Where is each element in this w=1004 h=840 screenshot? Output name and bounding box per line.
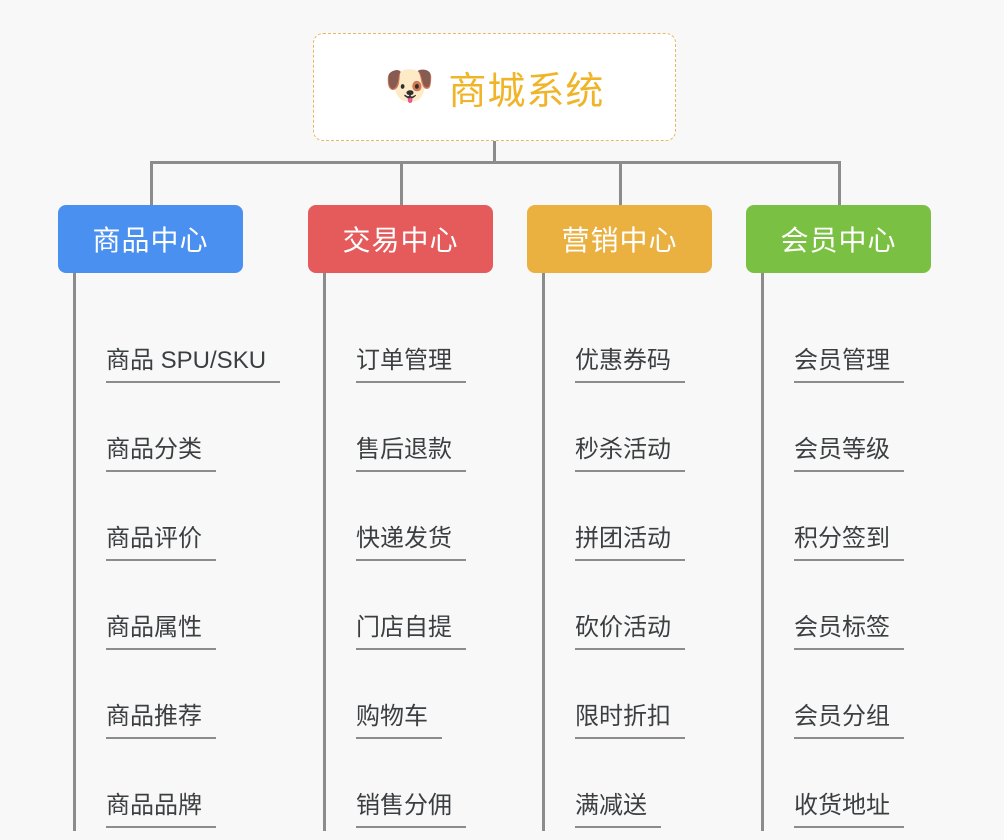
leaf-item[interactable]: 积分签到 bbox=[764, 475, 931, 564]
leaf-item-label: 砍价活动 bbox=[575, 614, 685, 650]
leaf-item-label: 商品 SPU/SKU bbox=[106, 347, 281, 383]
column-header-label: 商品中心 bbox=[92, 225, 209, 256]
leaf-item[interactable]: 商品 SPU/SKU bbox=[76, 297, 281, 386]
drop-connector-member-center bbox=[838, 161, 841, 205]
drop-connector-marketing-center bbox=[619, 161, 622, 205]
leaf-item[interactable]: 限时折扣 bbox=[545, 653, 712, 742]
leaf-item-label: 订单管理 bbox=[356, 347, 466, 383]
leaf-item[interactable]: 销售分佣 bbox=[326, 742, 493, 831]
root-stem-connector bbox=[493, 141, 496, 163]
leaf-item-label: 满减送 bbox=[575, 792, 661, 828]
leaf-item-label: 商品推荐 bbox=[106, 703, 216, 739]
leaf-item[interactable]: 会员分组 bbox=[764, 653, 931, 742]
leaf-item[interactable]: 商品属性 bbox=[76, 564, 243, 653]
column-header-label: 交易中心 bbox=[342, 225, 459, 256]
column-header-marketing-center[interactable]: 营销中心 bbox=[527, 205, 712, 273]
shiba-dog-face-icon: 🐶 bbox=[384, 64, 435, 108]
leaf-item[interactable]: 购物车 bbox=[326, 653, 493, 742]
leaf-item-label: 商品属性 bbox=[106, 614, 216, 650]
leaf-item[interactable]: 会员标签 bbox=[764, 564, 931, 653]
drop-connector-trade-center bbox=[400, 161, 403, 205]
leaf-item-label: 售后退款 bbox=[356, 436, 466, 472]
root-node[interactable]: 🐶 商城系统 bbox=[313, 33, 676, 141]
column-header-trade-center[interactable]: 交易中心 bbox=[308, 205, 493, 273]
column-header-member-center[interactable]: 会员中心 bbox=[746, 205, 931, 273]
leaf-item[interactable]: 收货地址 bbox=[764, 742, 931, 831]
leaf-item-label: 销售分佣 bbox=[356, 792, 466, 828]
leaf-item-label: 限时折扣 bbox=[575, 703, 685, 739]
leaf-list-trade-center: 订单管理售后退款快递发货门店自提购物车销售分佣 bbox=[323, 273, 493, 831]
leaf-item-label: 会员标签 bbox=[794, 614, 904, 650]
leaf-item-label: 会员分组 bbox=[794, 703, 904, 739]
leaf-list-marketing-center: 优惠券码秒杀活动拼团活动砍价活动限时折扣满减送 bbox=[542, 273, 712, 831]
leaf-item[interactable]: 满减送 bbox=[545, 742, 712, 831]
horizontal-bus-connector bbox=[150, 161, 838, 164]
leaf-item[interactable]: 商品分类 bbox=[76, 386, 243, 475]
column-product-center: 商品中心商品 SPU/SKU 商品分类商品评价商品属性商品推荐商品品牌 bbox=[58, 205, 281, 831]
column-marketing-center: 营销中心优惠券码秒杀活动拼团活动砍价活动限时折扣满减送 bbox=[527, 205, 712, 831]
column-header-product-center[interactable]: 商品中心 bbox=[58, 205, 243, 273]
leaf-item-label: 门店自提 bbox=[356, 614, 466, 650]
leaf-item[interactable]: 售后退款 bbox=[326, 386, 493, 475]
leaf-item-label: 快递发货 bbox=[356, 525, 466, 561]
leaf-item-label: 秒杀活动 bbox=[575, 436, 685, 472]
leaf-item[interactable]: 会员管理 bbox=[764, 297, 931, 386]
root-node-title: 商城系统 bbox=[448, 70, 605, 113]
leaf-item-label: 积分签到 bbox=[794, 525, 904, 561]
leaf-item-label: 会员管理 bbox=[794, 347, 904, 383]
leaf-item[interactable]: 商品推荐 bbox=[76, 653, 243, 742]
leaf-list-member-center: 会员管理会员等级积分签到会员标签会员分组收货地址 bbox=[761, 273, 931, 831]
leaf-item[interactable]: 砍价活动 bbox=[545, 564, 712, 653]
leaf-item[interactable]: 快递发货 bbox=[326, 475, 493, 564]
leaf-item-label: 拼团活动 bbox=[575, 525, 685, 561]
column-trade-center: 交易中心订单管理售后退款快递发货门店自提购物车销售分佣 bbox=[308, 205, 493, 831]
leaf-item[interactable]: 门店自提 bbox=[326, 564, 493, 653]
leaf-item-label: 商品评价 bbox=[106, 525, 216, 561]
column-member-center: 会员中心会员管理会员等级积分签到会员标签会员分组收货地址 bbox=[746, 205, 931, 831]
leaf-item-label: 购物车 bbox=[356, 703, 442, 739]
leaf-item[interactable]: 优惠券码 bbox=[545, 297, 712, 386]
column-header-label: 营销中心 bbox=[561, 225, 678, 256]
column-header-label: 会员中心 bbox=[780, 225, 897, 256]
leaf-item[interactable]: 商品品牌 bbox=[76, 742, 243, 831]
leaf-item[interactable]: 商品评价 bbox=[76, 475, 243, 564]
leaf-item-label: 商品品牌 bbox=[106, 792, 216, 828]
leaf-item[interactable]: 订单管理 bbox=[326, 297, 493, 386]
leaf-list-product-center: 商品 SPU/SKU 商品分类商品评价商品属性商品推荐商品品牌 bbox=[73, 273, 281, 831]
leaf-item-label: 会员等级 bbox=[794, 436, 904, 472]
leaf-item[interactable]: 秒杀活动 bbox=[545, 386, 712, 475]
leaf-item-label: 收货地址 bbox=[794, 792, 904, 828]
drop-connector-product-center bbox=[150, 161, 153, 205]
leaf-item[interactable]: 会员等级 bbox=[764, 386, 931, 475]
leaf-item[interactable]: 拼团活动 bbox=[545, 475, 712, 564]
leaf-item-label: 商品分类 bbox=[106, 436, 216, 472]
leaf-item-label: 优惠券码 bbox=[575, 347, 685, 383]
